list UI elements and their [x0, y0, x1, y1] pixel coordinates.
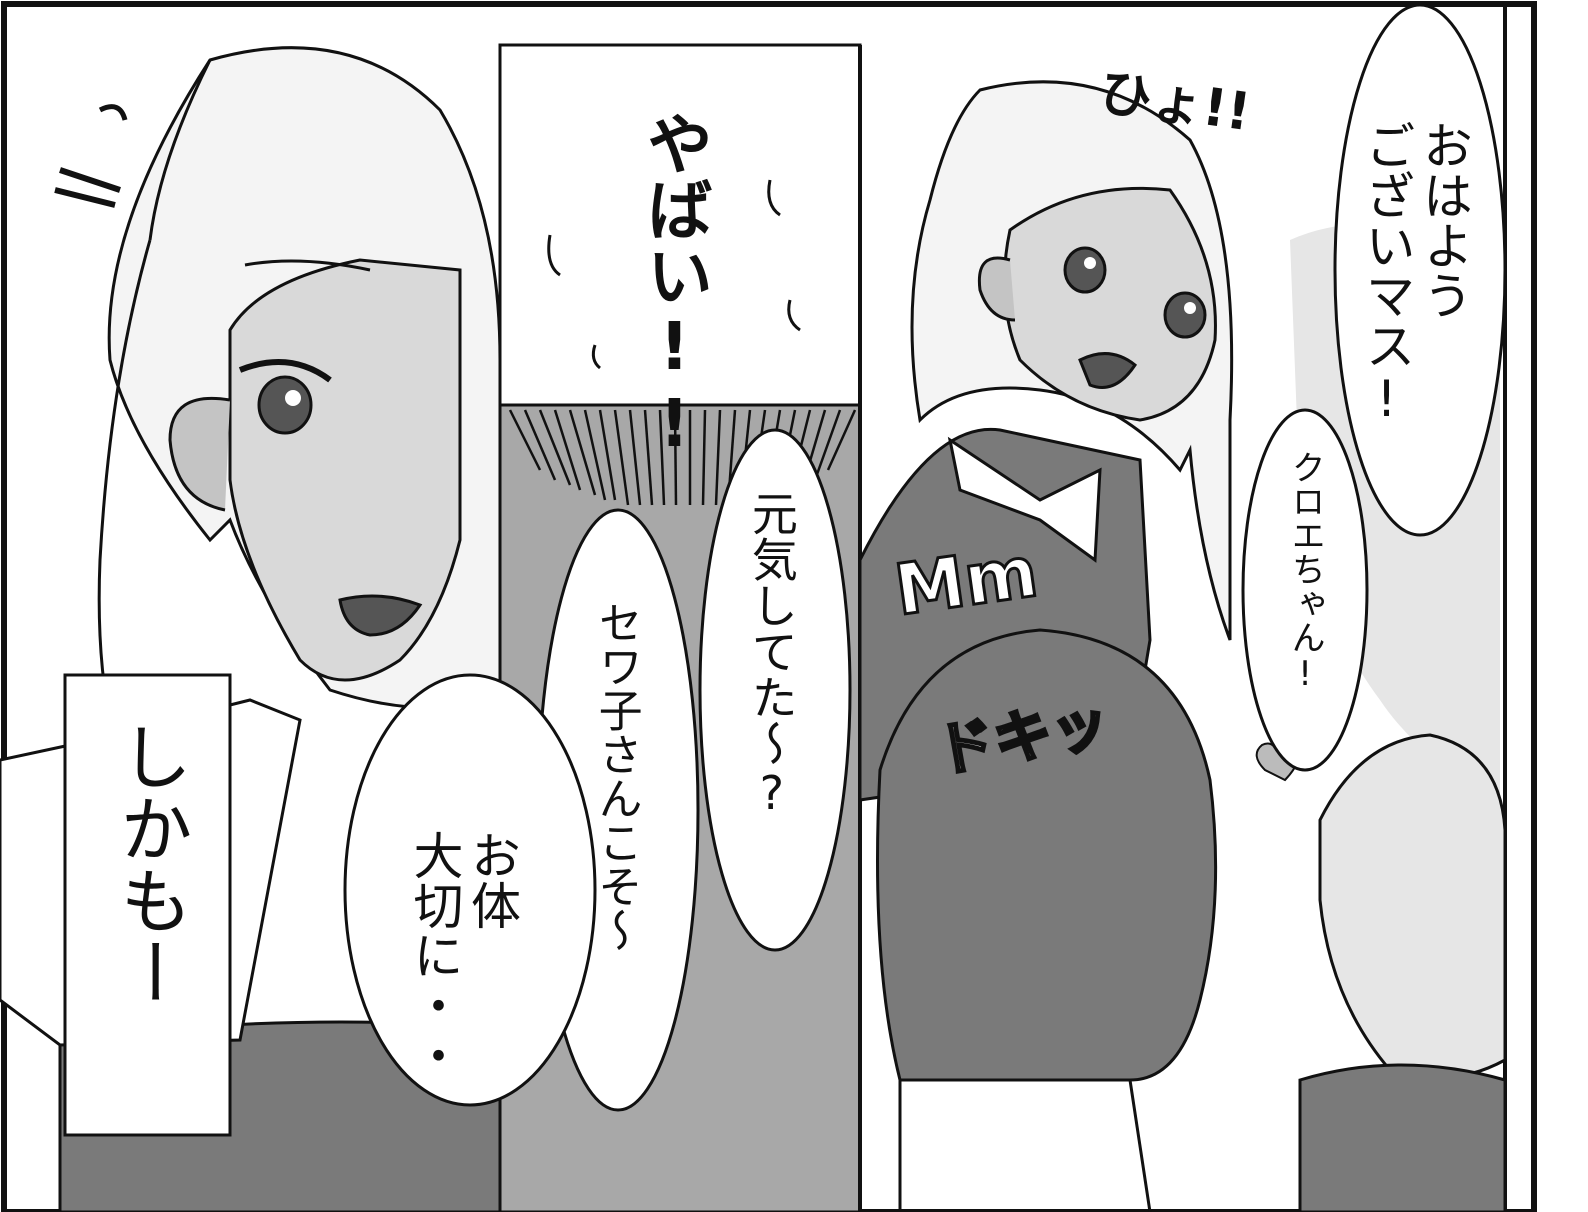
caption-box-lower [63, 673, 232, 1137]
old-man-face [1318, 733, 1507, 1080]
bubble-ohayou-shape [1333, 3, 1507, 537]
caption-yabai: やばい!! [635, 110, 713, 462]
caption-shikamo: しかもー [107, 720, 192, 1008]
left-woman-mouth [338, 594, 423, 637]
bubble-kuroe-shape [1241, 408, 1369, 772]
bubble-okarada-text: お体 大切に・・ [405, 830, 522, 1080]
bubble-sewako-text: セワ子さんこそ〜 [590, 600, 642, 952]
boy-head [876, 628, 1218, 1082]
right-woman-face [1002, 186, 1217, 422]
bubble-kuroe-text: クロエちゃん! [1285, 450, 1326, 694]
bubble-genki-shape [698, 428, 852, 952]
bubble-okarada-shape [343, 673, 597, 1107]
bubble-genki-text: 元気してた〜? [744, 490, 799, 820]
bubble-ohayou-text: おはよう ございマス! [1357, 120, 1474, 428]
